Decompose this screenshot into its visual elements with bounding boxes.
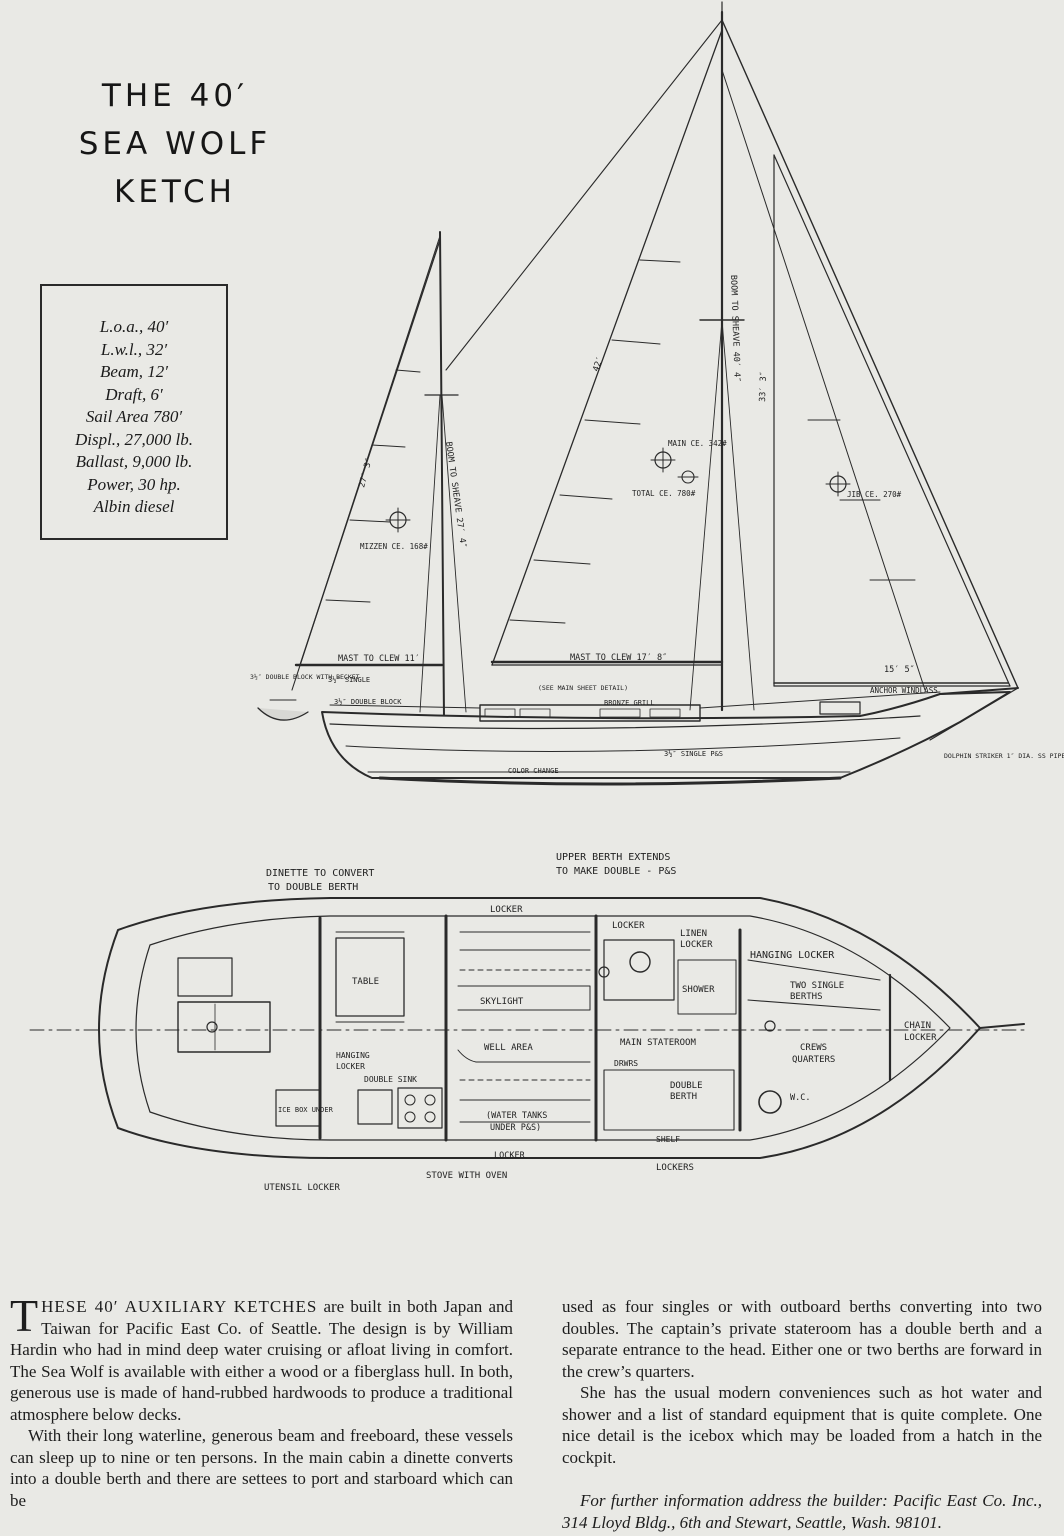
spec-beam: Beam, 12′ [100,362,168,381]
dolphin-striker-label: DOLPHIN STRIKER 1″ DIA. SS PIPE [944,752,1064,760]
color-change-label: COLOR CHANGE [508,767,559,775]
upper-berth-label-2: TO MAKE DOUBLE - P&S [556,866,676,877]
main-mast-to-clew-label: MAST TO CLEW 17′ 8″ [570,653,667,663]
mizzen-boom-to-sheave-label: BOOM TO SHEAVE 27′ 4″ [443,441,468,549]
spec-lwl: L.w.l., 32′ [100,339,168,359]
builder-contact-note: For further information address the buil… [562,1490,1042,1533]
linen-locker-label-2: LOCKER [680,940,713,950]
spec-ballast: Ballast, 9,000 lb. [75,452,193,471]
two-single-berths-label: TWO SINGLE [790,981,844,991]
shelf-label: SHELF [656,1135,680,1144]
double-block-label: 3½″ DOUBLE BLOCK [334,698,402,706]
wc-label: W.C. [790,1093,810,1103]
single-ps-label: 3½″ SINGLE P&S [664,750,723,758]
single-block-label: 3½″ SINGLE [328,676,370,684]
spec-engine: Albin diesel [93,497,175,516]
upper-berth-label: UPPER BERTH EXTENDS [556,852,670,863]
locker-head-label: LOCKER [612,921,645,931]
main-ce-label: MAIN CE. 342# [668,439,727,448]
spec-draft: Draft, 6′ [105,384,163,404]
crews-quarters-label-2: QUARTERS [792,1055,835,1065]
crews-quarters-label: CREWS [800,1043,827,1053]
double-sink-label: DOUBLE SINK [364,1075,417,1084]
ketch-drawings: MAST TO CLEW 11′ MAST TO CLEW 17′ 8″ 15′… [29,1,1064,1193]
jib-foot-label: 15′ 5″ [884,665,915,675]
main-boom-to-sheave-label: BOOM TO SHEAVE 40′ 4″ [728,275,742,383]
spec-power: Power, 30 hp. [87,474,181,494]
utensil-locker-label: UTENSIL LOCKER [264,1183,340,1193]
hanging-locker-aft-label: HANGING [336,1051,370,1060]
double-block-becket-label: 3½″ DOUBLE BLOCK WITH BECKET [250,673,360,681]
jib-stay-label: 33′ 3″ [758,371,769,402]
drawers-label: DRWRS [614,1059,638,1068]
title-line-2: SEA WOLF [78,126,272,162]
table-label: TABLE [352,977,379,987]
jib-ce-label: JIB CE. 270# [847,490,902,499]
bronze-grill-label: BRONZE GRILL [604,699,655,707]
mizzen-ce-label: MIZZEN CE. 168# [360,542,428,551]
spec-loa: L.o.a., 40′ [99,317,169,336]
dinette-label-2: TO DOUBLE BERTH [268,882,358,893]
sail-plan: MAST TO CLEW 11′ MAST TO CLEW 17′ 8″ 15′… [250,1,1064,786]
mizzen-luff-label: 27′ 3″ [357,457,375,489]
article-paragraph-4: She has the usual modern conveniences su… [562,1383,1042,1467]
well-area-label: WELL AREA [484,1043,533,1053]
spec-displacement: Displ., 27,000 lb. [74,429,194,449]
locker-top-label: LOCKER [490,905,523,915]
double-berth-label: DOUBLE [670,1081,703,1091]
drop-cap: T [10,1290,39,1341]
hanging-locker-aft-label-2: LOCKER [336,1062,365,1071]
article-paragraph-3: used as four singles or with outboard be… [562,1297,1042,1381]
main-sheet-detail-label: (SEE MAIN SHEET DETAIL) [538,684,628,692]
two-single-berths-label-2: BERTHS [790,992,823,1002]
double-berth-label-2: BERTH [670,1092,697,1102]
total-ce-label: TOTAL CE. 780# [632,489,696,498]
hanging-locker-fwd-label: HANGING LOCKER [750,950,835,961]
title-line-1: THE 40′ [101,78,249,114]
stove-label: STOVE WITH OVEN [426,1171,507,1181]
article-paragraph-2: With their long waterline, generous beam… [10,1426,513,1510]
paragraph-1-text: are built in both Japan and Taiwan for P… [10,1297,513,1424]
accommodation-plan: DINETTE TO CONVERT TO DOUBLE BERTH UPPER… [29,852,1025,1193]
shower-label: SHOWER [682,985,715,995]
article-title: THE 40′ SEA WOLF KETCH [40,72,310,216]
skylight-label: SKYLIGHT [480,997,524,1007]
main-luff-label: 42′ [591,355,605,373]
builder-contact-text: For further information address the buil… [562,1491,1042,1532]
spec-sail-area: Sail Area 780′ [85,407,183,426]
lead-in: HESE 40′ AUXILIARY KETCHES [41,1297,318,1316]
lockers-label: LOCKERS [656,1163,694,1173]
dinette-label: DINETTE TO CONVERT [266,868,374,879]
article-column-right: used as four singles or with outboard be… [562,1296,1042,1533]
locker-bottom-label: LOCKER [494,1151,526,1161]
chain-locker-label: CHAIN [904,1021,931,1031]
specifications-box: L.o.a., 40′ L.w.l., 32′ Beam, 12′ Draft,… [40,284,228,540]
chain-locker-label-2: LOCKER [904,1033,937,1043]
water-tanks-label-2: UNDER P&S) [490,1123,541,1133]
mizzen-mast-to-clew-label: MAST TO CLEW 11′ [338,654,420,664]
main-stateroom-label: MAIN STATEROOM [620,1038,696,1048]
ice-box-label: ICE BOX UNDER [278,1106,334,1114]
water-tanks-label: (WATER TANKS [486,1111,547,1121]
title-line-3: KETCH [114,174,236,210]
linen-locker-label: LINEN [680,929,707,939]
anchor-windlass-label: ANCHOR WINDLASS [870,686,938,695]
